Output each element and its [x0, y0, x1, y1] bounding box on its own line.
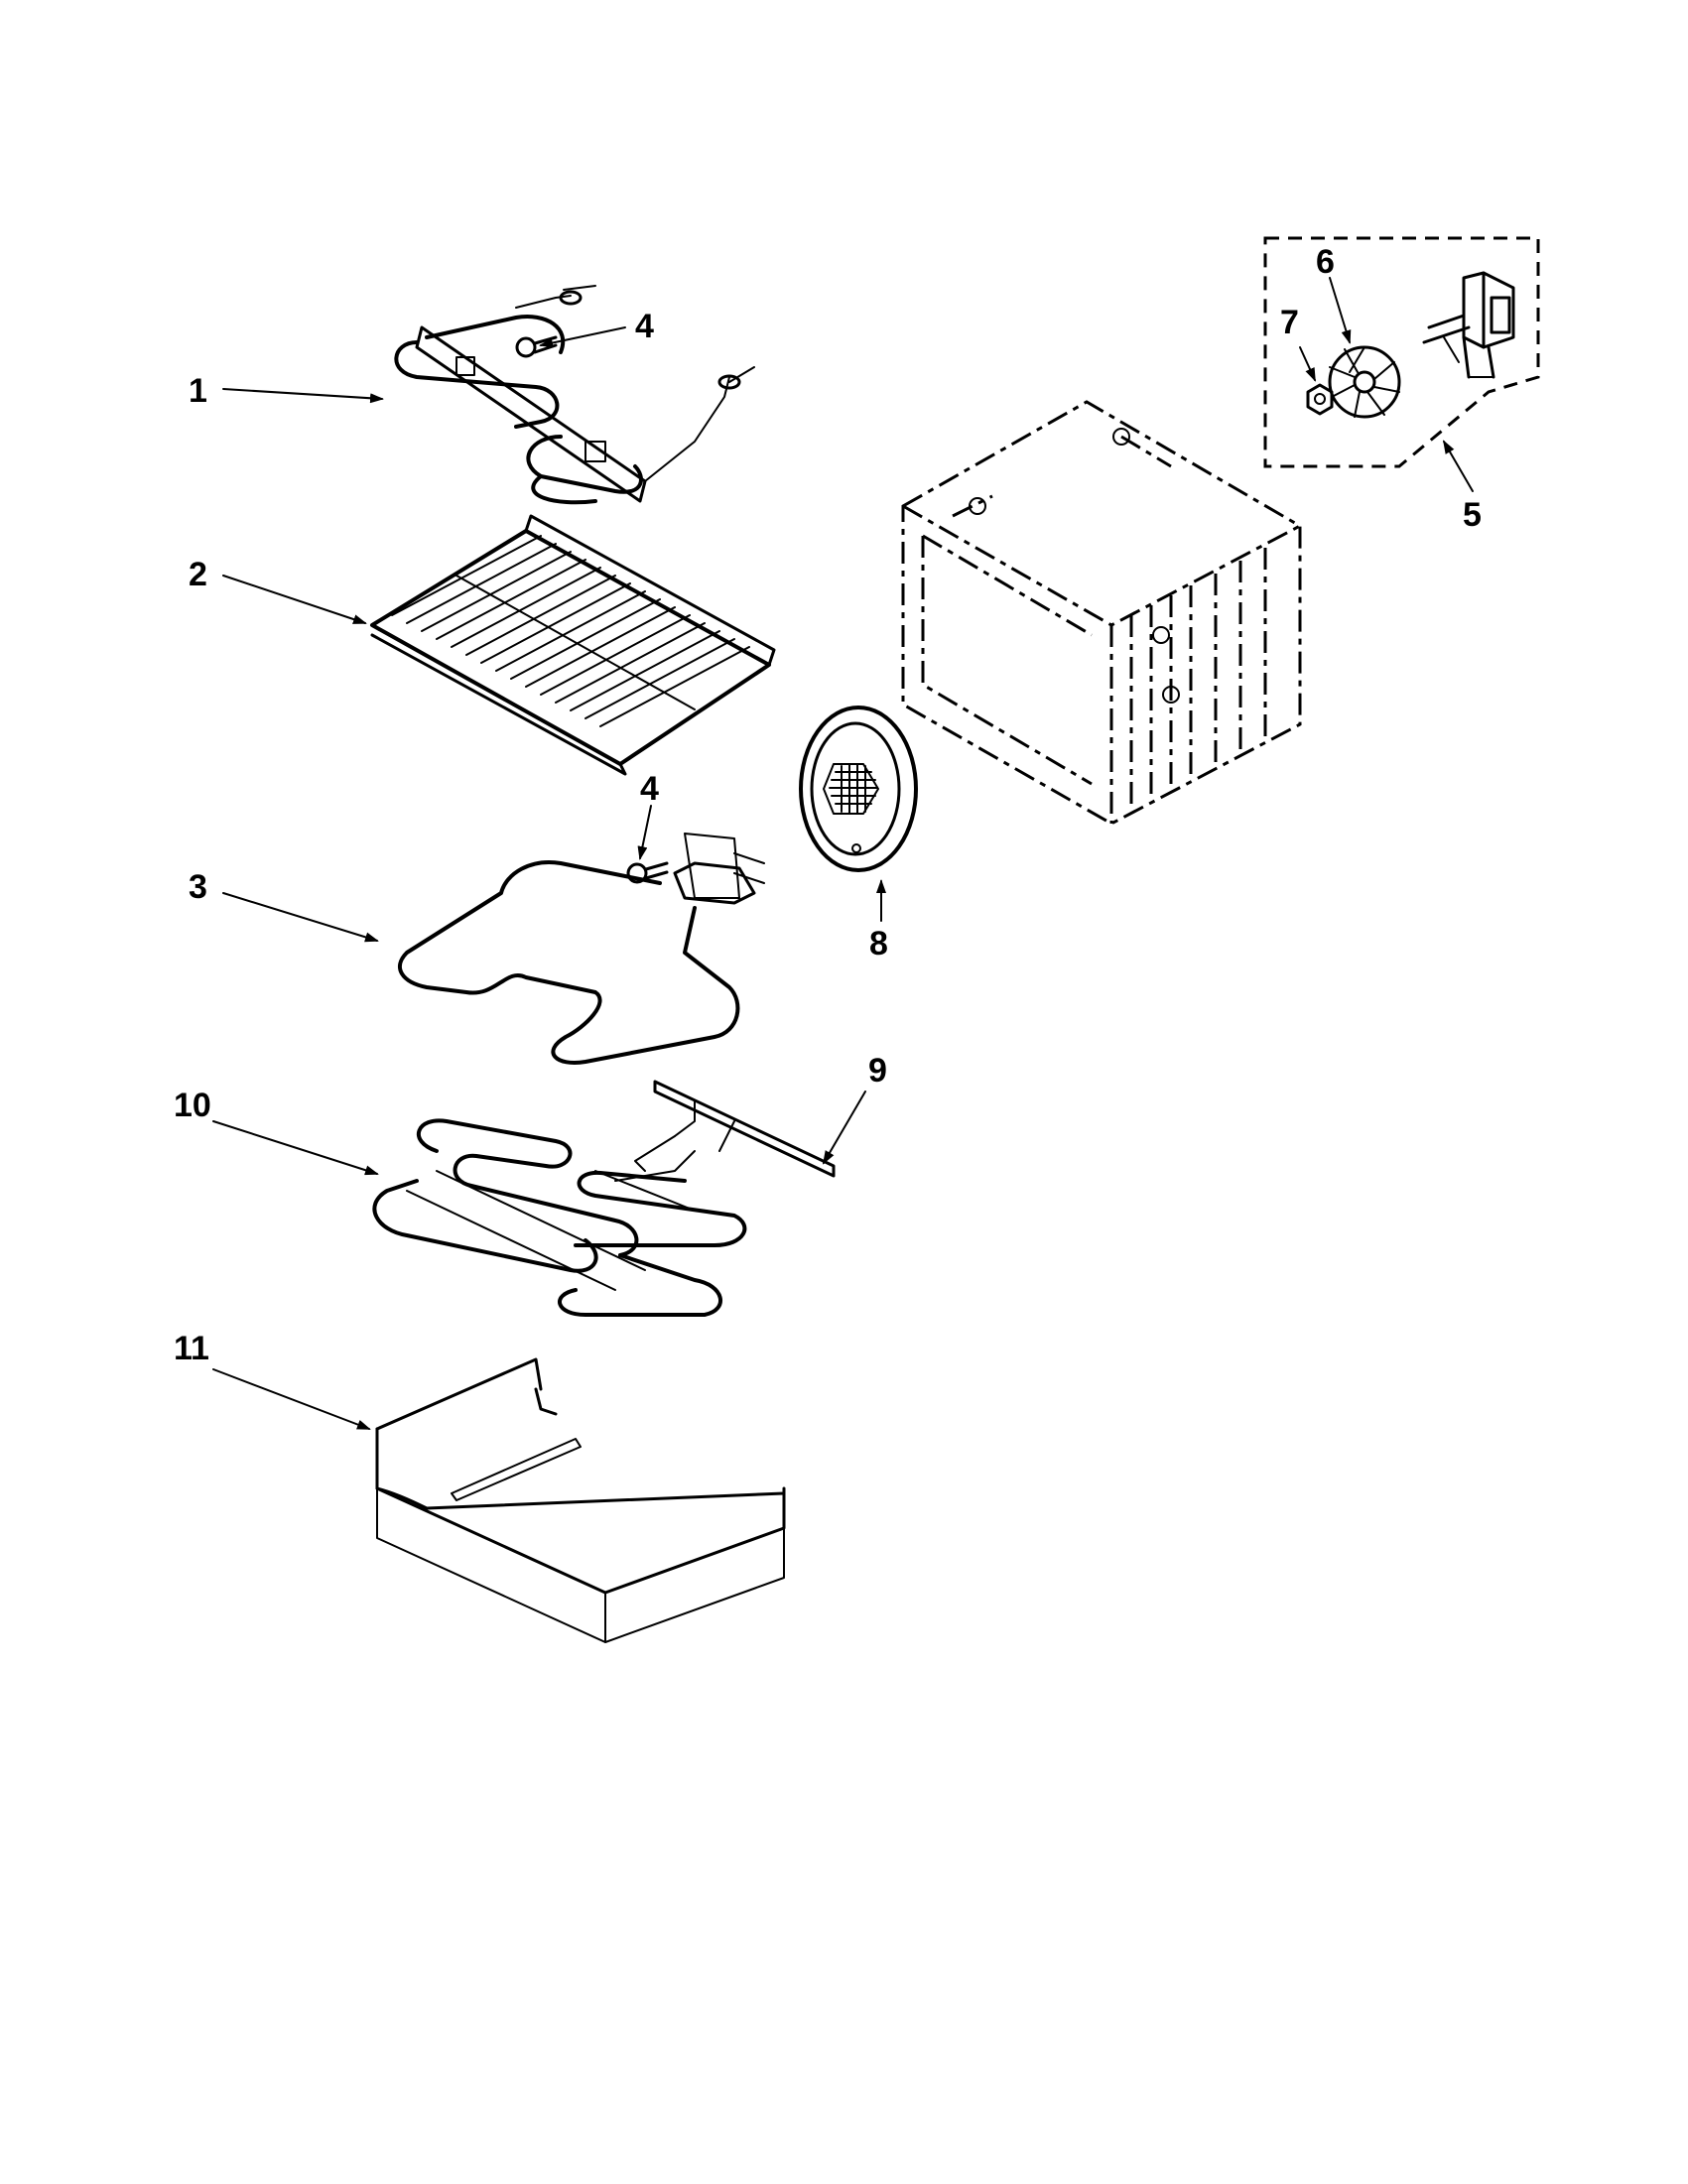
part-8-fan-cover: [799, 706, 918, 872]
part-2-oven-rack: [370, 514, 776, 776]
part-4-screw-lower: [626, 861, 669, 884]
part-5-fan-assembly-box: [1263, 236, 1540, 468]
part-4-screw-upper: [515, 335, 558, 358]
part-6-fan-blade: [1328, 345, 1401, 419]
part-7-nut: [1306, 383, 1334, 416]
callout-6: 6: [1316, 243, 1335, 281]
callout-9: 9: [868, 1052, 887, 1090]
callout-7: 7: [1280, 304, 1299, 341]
fan-motor: [1422, 271, 1515, 379]
callout-8: 8: [869, 925, 888, 963]
callout-1: 1: [189, 372, 207, 410]
oven-cavity-outline: [901, 400, 1302, 826]
callout-3: 3: [189, 868, 207, 906]
callout-11: 11: [174, 1330, 209, 1367]
leader-arrows: [212, 277, 1474, 1430]
part-3-bake-element: [397, 833, 765, 1065]
part-9-bracket: [634, 1080, 836, 1178]
part-1-upper-element: [394, 285, 755, 505]
part-10-broil-element: [372, 1118, 747, 1317]
callout-5: 5: [1463, 496, 1482, 534]
callout-2: 2: [189, 556, 207, 593]
callout-10: 10: [174, 1087, 211, 1124]
callout-4-upper: 4: [635, 308, 654, 345]
part-11-tray: [375, 1357, 786, 1643]
callout-4-lower: 4: [640, 770, 659, 808]
